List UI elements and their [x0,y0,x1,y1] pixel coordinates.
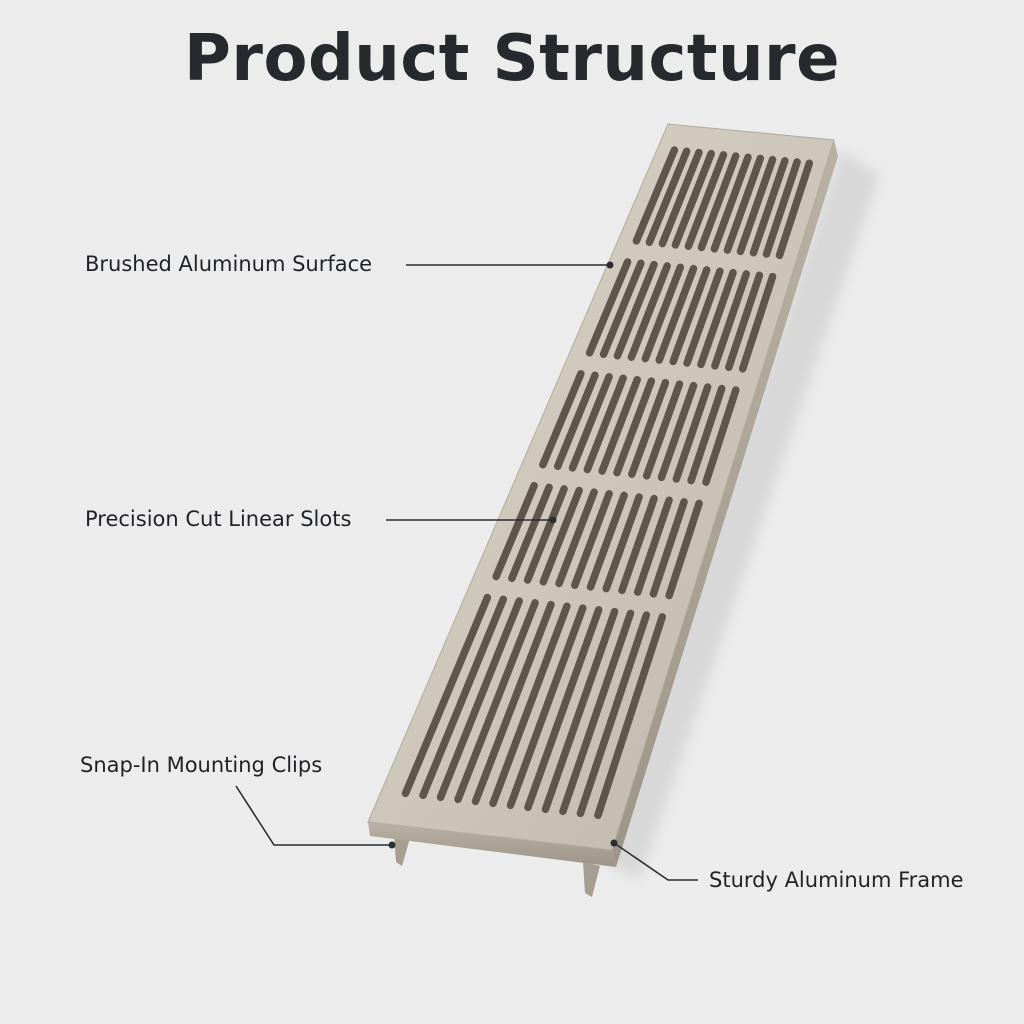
slot-cutout [683,267,724,367]
frame-side-edge [612,140,838,867]
slot-cutout [613,377,656,477]
slot-cutout [684,151,728,250]
slot-cutout [541,607,619,814]
slot-cutout [655,264,698,364]
slot-cutout [736,155,777,256]
slot-cutout [657,381,698,482]
slot-cutout [632,146,679,245]
leader-clips [235,785,390,846]
slot-cutout [672,383,712,483]
leader-dot-slots [549,516,557,524]
slot-cutout [711,270,750,370]
slot-cutout [642,380,684,480]
slot-cutout [506,604,587,810]
slot-cutout [669,266,711,366]
slot-cutout [571,490,613,589]
slot-cutout [602,493,643,593]
slot-cutout [628,378,670,478]
slot-cutout [594,613,667,820]
grille-shadow [600,150,880,880]
slot-cutout [633,496,673,596]
callout-slots: Precision Cut Linear Slots [85,507,352,531]
slot-cutout [697,268,737,369]
leader-frame [613,842,698,881]
leader-dot-clips [388,841,396,849]
slot-cutout [613,260,658,360]
slot-cutout [508,483,553,583]
mounting-clip-left [394,834,410,866]
linear-slots [401,146,814,820]
slot-cutout [687,384,726,485]
slot-cutout [436,597,523,802]
slot-cutout [539,370,585,469]
callout-frame: Sturdy Aluminum Frame [709,868,964,892]
brushed-aluminum-plate [367,123,835,851]
slot-cutout [671,149,715,249]
slot-cutout [641,263,685,363]
slot-cutout [471,600,555,806]
slot-cutout [559,609,635,816]
slot-cutout [598,375,641,475]
slot-cutout [749,157,789,257]
slot-cutout [658,148,703,248]
slot-cutout [723,154,765,254]
slot-cutout [454,599,539,804]
leader-dot-frame [610,839,618,847]
slot-cutout [665,499,703,600]
frame-front-edge [368,822,616,867]
slot-cutout [586,491,628,591]
slot-cutout [489,602,571,808]
slot-cutout [585,258,632,357]
slot-cutout [523,485,568,584]
slot-cutout [649,498,688,598]
slot-cutout [725,271,764,372]
slot-cutout [738,272,777,373]
slot-cutout [645,147,691,247]
slot-cutout [710,153,752,253]
slot-cutout [492,481,538,581]
slot-cutout [618,494,658,595]
slot-cutout [583,374,627,474]
slot-cutout [627,262,671,361]
slot-cutout [702,386,740,486]
leader-lines [235,264,698,881]
diagram-title: Product Structure [184,22,840,96]
slot-cutout [539,486,583,586]
slot-cutout [568,373,613,472]
slot-cutout [775,159,814,260]
slot-cutout [555,488,598,588]
callout-clips: Snap-In Mounting Clips [80,753,323,777]
leader-dot-surface [606,261,614,269]
slot-cutout [553,371,599,471]
mounting-clip-right [583,862,600,897]
callout-surface: Brushed Aluminum Surface [85,252,373,276]
slot-cutout [762,158,801,258]
slot-cutout [401,593,492,798]
slot-cutout [576,611,651,818]
slot-cutout [419,595,508,800]
slot-cutout [697,152,740,252]
slot-cutout [599,259,645,359]
slot-cutout [524,606,603,812]
